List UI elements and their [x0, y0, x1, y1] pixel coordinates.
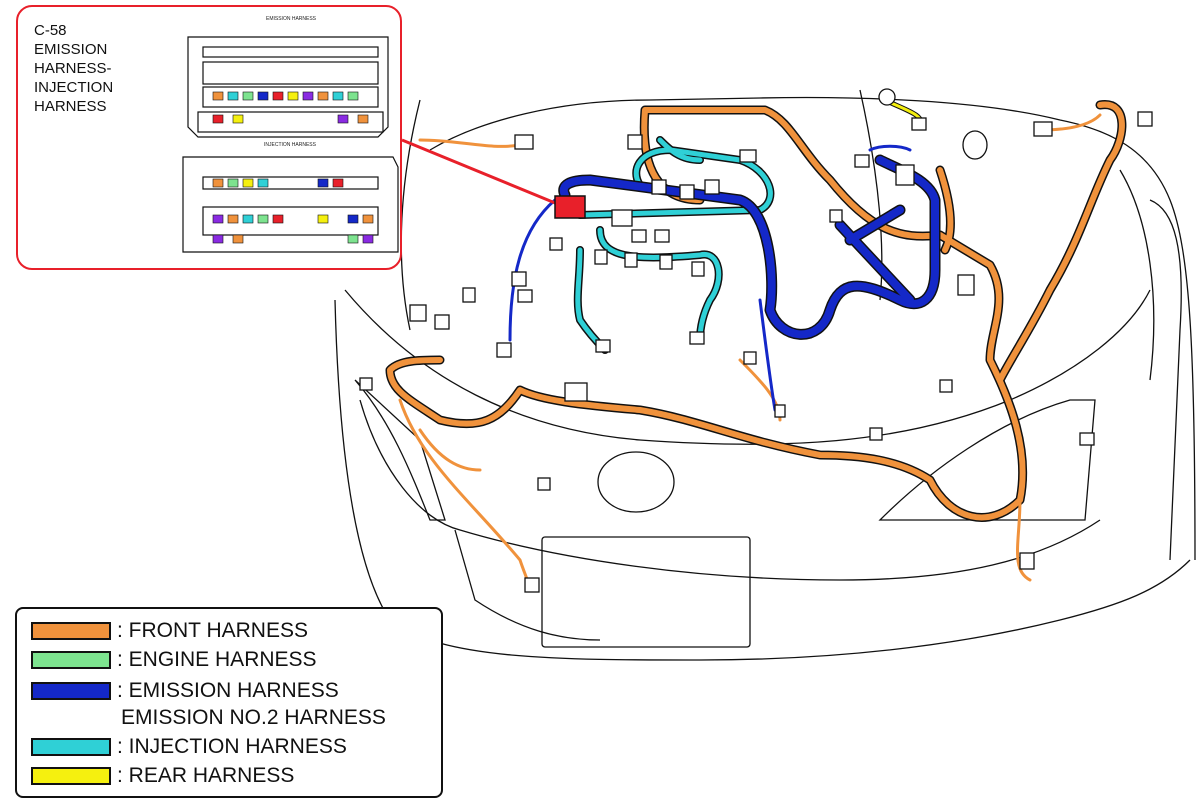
- inset-title-line-2: EMISSION: [34, 41, 108, 58]
- c58-connector-highlight: [554, 195, 586, 219]
- connectors: [359, 111, 1153, 593]
- front-harness-color: [387, 101, 1125, 521]
- legend-sub-label: EMISSION NO.2 HARNESS: [121, 706, 386, 729]
- rear-swatch: [31, 767, 111, 785]
- inset-title-line-4: INJECTION: [34, 79, 114, 96]
- legend-item-rear: : REAR HARNESS: [31, 764, 294, 788]
- injection-swatch: [31, 738, 111, 756]
- inset-title: C-58 EMISSION HARNESS- INJECTION HARNESS: [34, 21, 113, 116]
- emission-swatch: [31, 682, 111, 700]
- legend-label: : EMISSION HARNESS: [117, 679, 339, 702]
- connector-bottom-label: INJECTION HARNESS: [264, 142, 316, 148]
- inset-title-line-1: C-58: [34, 22, 67, 39]
- injection-harness-color: [575, 137, 773, 353]
- connector-face-drawing: [182, 36, 399, 253]
- grommet-details: [878, 88, 988, 160]
- engine-swatch: [31, 651, 111, 669]
- emission-harness-thin: [508, 144, 912, 412]
- callout-line: [401, 138, 561, 207]
- legend-item-injection: : INJECTION HARNESS: [31, 735, 347, 759]
- connector-inset: C-58 EMISSION HARNESS- INJECTION HARNESS…: [16, 5, 402, 270]
- legend-label: : INJECTION HARNESS: [117, 735, 347, 758]
- legend-label: : FRONT HARNESS: [117, 619, 308, 642]
- front-swatch: [31, 622, 111, 640]
- inset-title-line-5: HARNESS: [34, 98, 107, 115]
- car-body-outline: [334, 89, 1196, 661]
- emission-harness-color: [559, 156, 939, 339]
- legend-label: : REAR HARNESS: [117, 764, 295, 787]
- legend-item-front: : FRONT HARNESS: [31, 619, 308, 643]
- harness-legend: : FRONT HARNESS : ENGINE HARNESS : EMISS…: [15, 607, 443, 798]
- legend-item-emission: : EMISSION HARNESS: [31, 679, 339, 703]
- legend-item-engine: : ENGINE HARNESS: [31, 648, 317, 672]
- connector-top-label: EMISSION HARNESS: [266, 16, 317, 22]
- legend-label: : ENGINE HARNESS: [117, 648, 317, 671]
- inset-title-line-3: HARNESS-: [34, 60, 112, 77]
